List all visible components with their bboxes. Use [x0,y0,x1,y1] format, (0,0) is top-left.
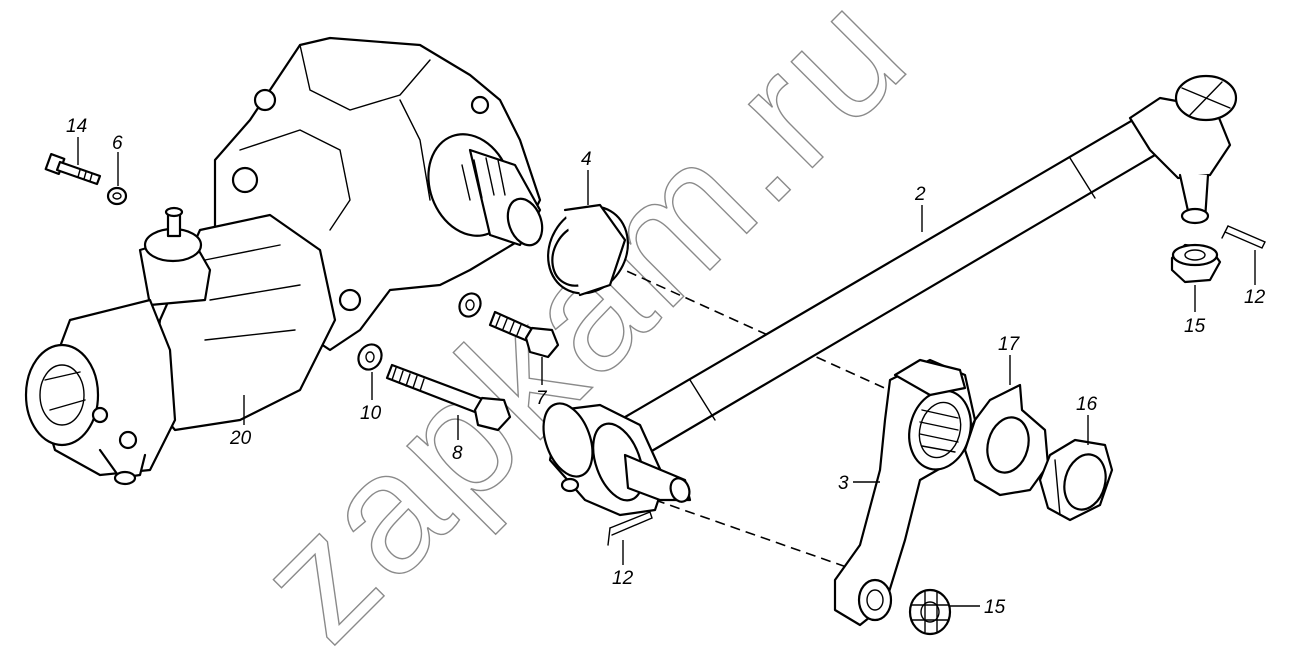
callout-20: 20 [229,428,252,449]
bolt-8 [385,363,512,432]
bolt-7 [488,310,560,359]
callout-3: 3 [838,473,849,494]
castle-nut-15-top [1170,243,1222,284]
callout-12-top: 12 [1244,287,1266,308]
washer-10 [357,343,383,371]
pitman-arm-3 [833,358,977,627]
cotter-pin-12-top [1221,225,1266,249]
spring-washer [458,292,482,318]
callout-14: 14 [66,116,87,137]
callouts: 14 6 4 2 17 16 15 12 3 15 12 7 8 10 20 [66,116,1266,618]
steering-gear-assembly [24,36,544,486]
callout-15-top: 15 [1184,316,1206,337]
nut-16 [1038,438,1114,522]
bolt-14 [44,152,102,186]
callout-8: 8 [452,443,463,464]
callout-6: 6 [112,133,123,154]
castle-nut-15-bottom [908,588,952,636]
callout-16: 16 [1076,394,1098,415]
nut-6 [106,186,128,206]
washer-4 [547,203,629,297]
callout-4: 4 [581,149,592,170]
leader-lines [77,137,1256,607]
callout-2: 2 [914,184,926,205]
callout-10: 10 [360,403,382,424]
drag-link-2 [542,74,1238,517]
callout-15-bottom: 15 [984,597,1006,618]
callout-12-bottom: 12 [612,568,634,589]
lock-washer-17 [963,383,1050,497]
callout-17: 17 [998,334,1021,355]
callout-7: 7 [536,388,548,409]
assembly-lines [597,257,901,571]
cotter-pin-12-bottom [607,511,653,546]
